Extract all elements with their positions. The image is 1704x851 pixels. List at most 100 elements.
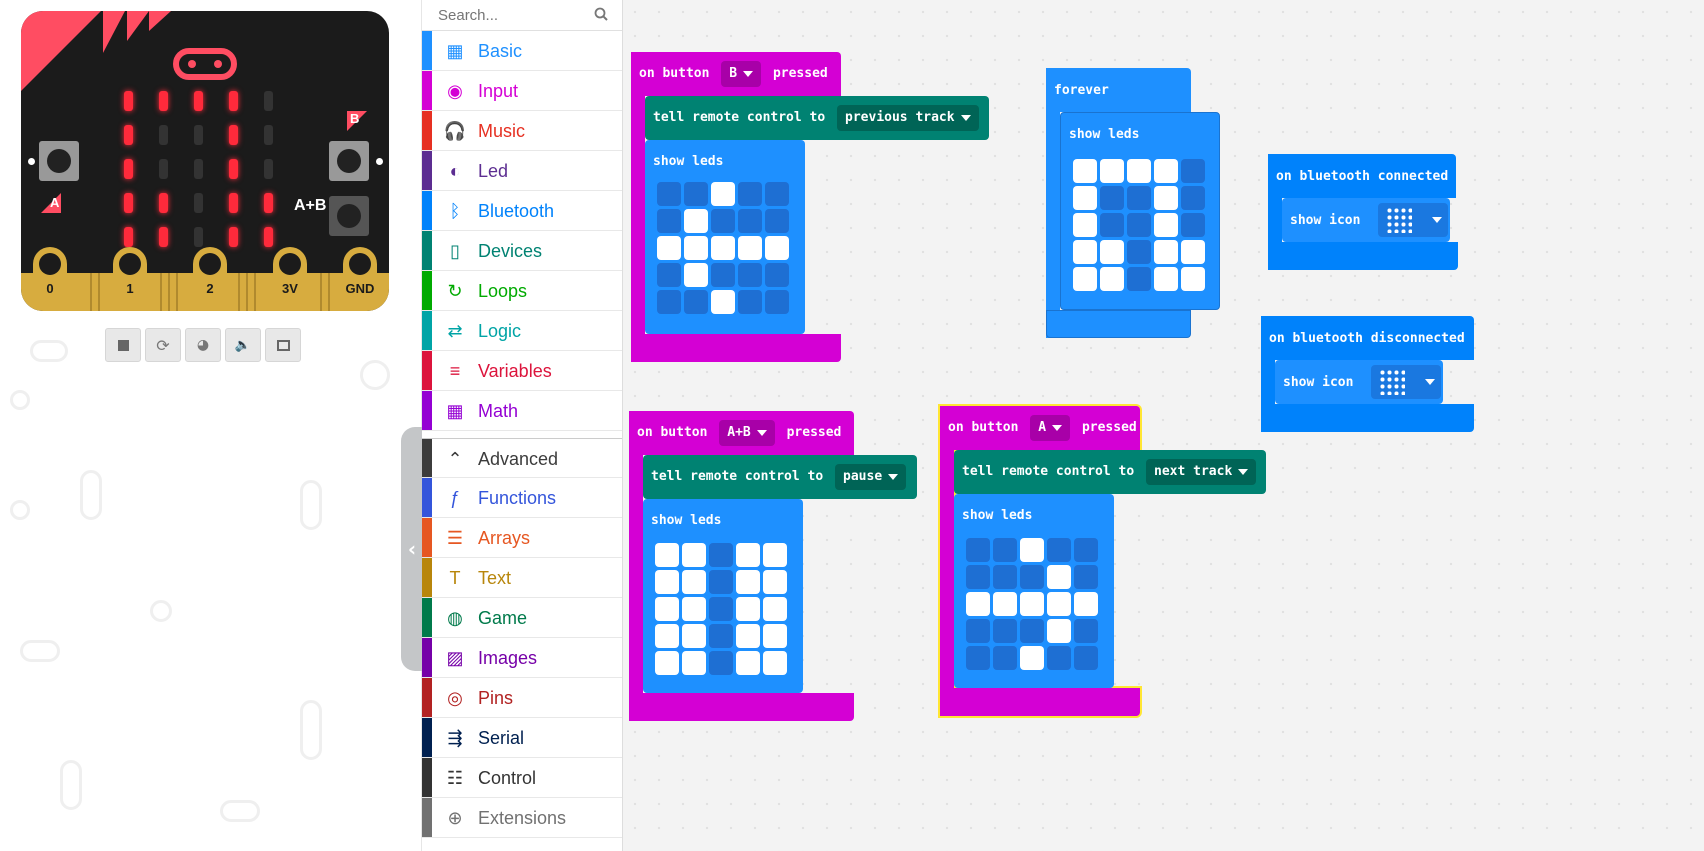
action-dropdown[interactable]: next track [1146,459,1257,485]
toolbox-category-math[interactable]: ▦Math [422,391,622,431]
tell-remote-block[interactable]: tell remote control to next track [954,450,1266,494]
led-cell[interactable] [1154,213,1178,237]
led-cell[interactable] [736,651,760,675]
led-cell[interactable] [993,538,1017,562]
led-cell[interactable] [1127,267,1151,291]
led-cell[interactable] [765,263,789,287]
blocks-workspace[interactable]: on button B pressed tell remote control … [623,0,1704,851]
led-cell[interactable] [1047,619,1071,643]
led-cell[interactable] [711,209,735,233]
led-cell[interactable] [1020,565,1044,589]
on-button-b-block[interactable]: on button B pressed tell remote control … [631,52,989,362]
action-dropdown[interactable]: pause [835,464,907,490]
led-cell[interactable] [993,592,1017,616]
led-cell[interactable] [1074,565,1098,589]
led-cell[interactable] [709,624,733,648]
toolbox-category-loops[interactable]: ↻Loops [422,271,622,311]
led-cell[interactable] [966,592,990,616]
toolbox-category-logic[interactable]: ⇄Logic [422,311,622,351]
led-cell[interactable] [711,182,735,206]
led-cell[interactable] [1100,267,1124,291]
button-ab[interactable] [329,196,369,236]
led-cell[interactable] [709,543,733,567]
led-grid[interactable] [1073,159,1205,291]
toolbox-category-arrays[interactable]: ☰Arrays [422,518,622,558]
restart-button[interactable]: ⟳ [145,328,181,362]
led-cell[interactable] [711,236,735,260]
led-cell[interactable] [655,570,679,594]
forever-block[interactable]: forever show leds [1046,68,1220,338]
led-cell[interactable] [1047,565,1071,589]
led-cell[interactable] [682,597,706,621]
pin-gnd[interactable]: GND [343,247,377,303]
led-cell[interactable] [657,182,681,206]
led-cell[interactable] [763,597,787,621]
tell-remote-block[interactable]: tell remote control to pause [643,455,917,499]
toolbox-category-advanced[interactable]: ⌃Advanced [422,438,622,478]
on-button-a-block[interactable]: on button A pressed tell remote control … [938,404,1266,718]
led-cell[interactable] [993,565,1017,589]
led-cell[interactable] [657,236,681,260]
show-icon-block[interactable]: show icon [1275,360,1443,404]
show-icon-block[interactable]: show icon [1282,198,1450,242]
led-cell[interactable] [736,570,760,594]
toolbox-category-game[interactable]: ◍Game [422,598,622,638]
on-button-ab-block[interactable]: on button A+B pressed tell remote contro… [629,411,917,721]
led-cell[interactable] [1020,538,1044,562]
led-cell[interactable] [1073,267,1097,291]
led-cell[interactable] [1127,159,1151,183]
led-cell[interactable] [1020,619,1044,643]
led-cell[interactable] [1073,186,1097,210]
led-cell[interactable] [1020,646,1044,670]
led-cell[interactable] [684,236,708,260]
led-cell[interactable] [655,624,679,648]
led-cell[interactable] [1047,538,1071,562]
led-cell[interactable] [684,182,708,206]
led-cell[interactable] [736,597,760,621]
collapse-simulator-button[interactable]: ‹ [401,427,423,671]
led-cell[interactable] [966,538,990,562]
led-cell[interactable] [657,290,681,314]
led-cell[interactable] [711,263,735,287]
logo-icon[interactable] [173,48,237,80]
led-cell[interactable] [738,182,762,206]
toolbox-category-pins[interactable]: ◎Pins [422,678,622,718]
led-cell[interactable] [684,290,708,314]
led-cell[interactable] [655,651,679,675]
led-cell[interactable] [657,209,681,233]
led-cell[interactable] [1074,592,1098,616]
led-cell[interactable] [709,597,733,621]
led-cell[interactable] [993,619,1017,643]
led-cell[interactable] [966,619,990,643]
led-cell[interactable] [763,651,787,675]
led-cell[interactable] [763,543,787,567]
toolbox-category-extensions[interactable]: ⊕Extensions [422,798,622,838]
led-cell[interactable] [1020,592,1044,616]
led-cell[interactable] [763,570,787,594]
fullscreen-button[interactable] [265,328,301,362]
pin-0[interactable]: 0 [33,247,67,303]
button-dropdown[interactable]: A+B [719,420,775,446]
button-b[interactable] [329,141,369,181]
led-cell[interactable] [1127,213,1151,237]
search-icon[interactable] [594,7,608,21]
show-leds-block[interactable]: show leds [1060,112,1220,310]
led-cell[interactable] [1154,159,1178,183]
toolbox-category-control[interactable]: ☷Control [422,758,622,798]
led-cell[interactable] [763,624,787,648]
icon-dropdown[interactable] [1378,203,1448,237]
led-cell[interactable] [684,263,708,287]
slow-motion-button[interactable]: ◕ [185,328,221,362]
led-cell[interactable] [1073,159,1097,183]
pin-3v[interactable]: 3V [273,247,307,303]
pin-2[interactable]: 2 [193,247,227,303]
led-cell[interactable] [1127,186,1151,210]
mute-button[interactable]: 🔈 [225,328,261,362]
led-cell[interactable] [655,543,679,567]
led-cell[interactable] [1074,646,1098,670]
led-cell[interactable] [682,651,706,675]
led-cell[interactable] [1154,186,1178,210]
led-cell[interactable] [1181,240,1205,264]
led-cell[interactable] [682,570,706,594]
